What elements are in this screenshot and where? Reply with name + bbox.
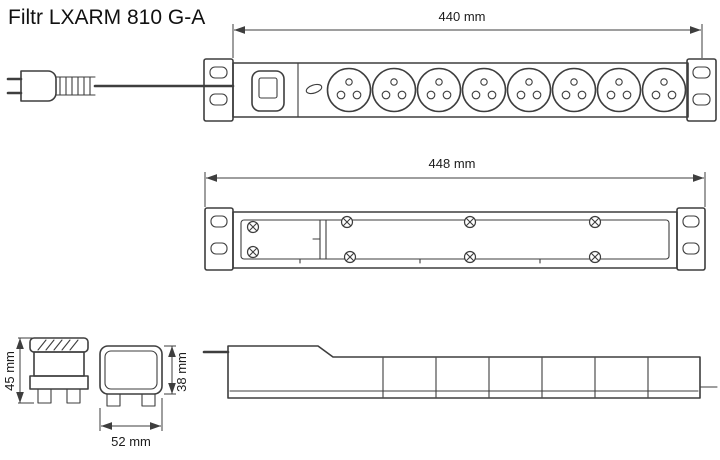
socket-outlet [551, 67, 597, 113]
dim-440: 440 mm [232, 9, 703, 58]
back-panel [240, 219, 670, 260]
dim-440-label: 440 mm [439, 9, 486, 24]
mounting-slot [692, 66, 711, 79]
screw [246, 245, 260, 259]
strip-body-front [232, 62, 689, 118]
dim-448: 448 mm [204, 156, 706, 207]
socket-group [326, 67, 687, 113]
mounting-slot [209, 93, 228, 106]
screw [343, 250, 357, 264]
mounting-slot [210, 242, 228, 255]
indicator-led [305, 83, 323, 95]
screw [246, 220, 260, 234]
mounting-slot [210, 215, 228, 228]
screw [340, 215, 354, 229]
side-view-section: 38 mm 52 mm [99, 345, 189, 449]
dim-45: 45 mm [2, 337, 34, 404]
front-view: 440 mm [6, 9, 717, 122]
profile-segments [382, 357, 649, 398]
socket-outlet [326, 67, 372, 113]
dim-38-label: 38 mm [174, 352, 189, 392]
dim-52-label: 52 mm [111, 434, 151, 449]
socket-outlet [596, 67, 642, 113]
rack-ear-left [204, 207, 234, 271]
socket-outlet [641, 67, 687, 113]
screw [463, 215, 477, 229]
back-view: 448 mm [204, 156, 706, 271]
rack-ear-left [203, 58, 234, 122]
dim-448-label: 448 mm [429, 156, 476, 171]
page-title: Filtr LXARM 810 G-A [8, 6, 205, 29]
dim-45-label: 45 mm [2, 351, 17, 391]
screw [588, 215, 602, 229]
plug-side-drawing [29, 337, 89, 404]
power-plug [6, 70, 96, 102]
mounting-slot [209, 66, 228, 79]
dim-38: 38 mm [164, 345, 189, 395]
rack-ear-right [676, 207, 706, 271]
mounting-slot [682, 215, 700, 228]
panel-seam [312, 219, 327, 260]
side-view-plug: 45 mm [2, 337, 89, 404]
socket-outlet [506, 67, 552, 113]
mounting-slot [692, 93, 711, 106]
section-drawing [99, 345, 163, 407]
screw [463, 250, 477, 264]
screw [588, 250, 602, 264]
profile-view [202, 345, 718, 399]
panel-notches [299, 258, 541, 264]
power-switch [251, 70, 285, 112]
profile-outline [227, 345, 701, 399]
screw-group [246, 215, 602, 264]
dim-52: 52 mm [99, 398, 163, 449]
rack-ear-right [686, 58, 717, 122]
socket-outlet [371, 67, 417, 113]
socket-outlet [416, 67, 462, 113]
mounting-slot [682, 242, 700, 255]
socket-outlet [461, 67, 507, 113]
